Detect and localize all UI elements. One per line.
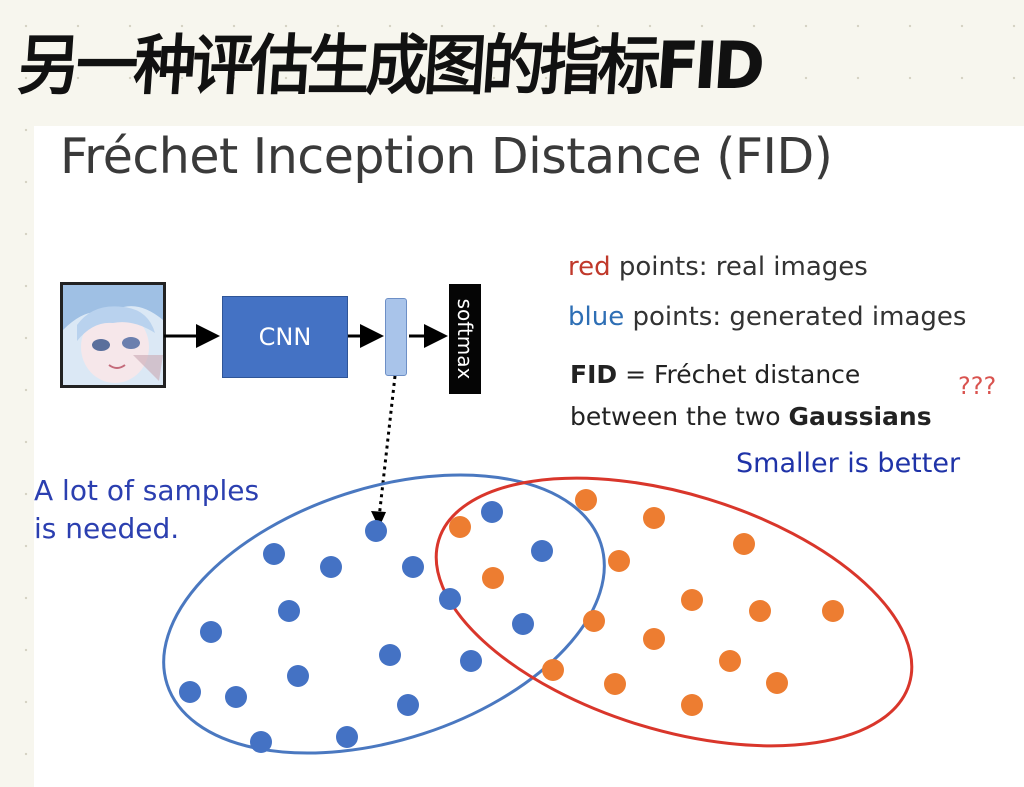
generated-image-point — [481, 501, 503, 523]
blue-points-group — [179, 501, 553, 753]
generated-image-point — [379, 644, 401, 666]
input-image-thumbnail — [60, 282, 166, 388]
generated-image-point — [439, 588, 461, 610]
real-image-point — [583, 610, 605, 632]
generated-image-point — [179, 681, 201, 703]
generated-image-point — [512, 613, 534, 635]
real-image-point — [575, 489, 597, 511]
question-marks-annotation: ??? — [958, 372, 997, 400]
real-image-point — [733, 533, 755, 555]
legend-blue-text: points: generated images — [624, 302, 967, 332]
generated-image-point — [287, 665, 309, 687]
real-image-point — [608, 550, 630, 572]
anime-face-image — [63, 285, 163, 385]
real-image-point — [749, 600, 771, 622]
generated-image-point — [397, 694, 419, 716]
samples-note-line1: A lot of samples — [34, 474, 260, 507]
handwritten-title: 另一种评估生成图的指标FID — [15, 27, 764, 104]
samples-needed-annotation: A lot of samples is needed. — [34, 472, 259, 548]
softmax-block: softmax — [449, 284, 481, 394]
slide: Fréchet Inception Distance (FID) CNN sof… — [34, 126, 1024, 787]
samples-note-line2: is needed. — [34, 512, 180, 545]
generated-image-point — [365, 520, 387, 542]
red-gaussian-ellipse — [434, 476, 914, 748]
feature-vector — [385, 298, 407, 376]
real-image-point — [542, 659, 564, 681]
legend-blue: blue points: generated images — [568, 302, 966, 332]
dotted-arrow-feature-to-point — [377, 375, 397, 519]
real-image-point — [681, 589, 703, 611]
generated-image-point — [336, 726, 358, 748]
generated-image-point — [225, 686, 247, 708]
cnn-block: CNN — [222, 296, 348, 378]
orange-points-group — [449, 489, 844, 716]
generated-image-point — [531, 540, 553, 562]
generated-image-point — [278, 600, 300, 622]
dotted-arrow-head — [371, 511, 386, 528]
slide-title: Fréchet Inception Distance (FID) — [60, 128, 833, 185]
fid-definition-line1: FID = Fréchet distance — [570, 360, 860, 389]
generated-image-point — [250, 731, 272, 753]
real-image-point — [449, 516, 471, 538]
gaussian-scatter-diagram — [162, 375, 914, 755]
fid-definition-pre: between the two — [570, 402, 789, 431]
real-image-point — [766, 672, 788, 694]
legend-red-word: red — [568, 252, 611, 282]
legend-red: red points: real images — [568, 252, 868, 282]
generated-image-point — [402, 556, 424, 578]
blue-gaussian-ellipse — [162, 473, 606, 755]
real-image-point — [643, 628, 665, 650]
generated-image-point — [263, 543, 285, 565]
smaller-is-better-annotation: Smaller is better — [736, 448, 961, 479]
generated-image-point — [200, 621, 222, 643]
real-image-point — [482, 567, 504, 589]
legend-red-text: points: real images — [610, 252, 868, 282]
real-image-point — [681, 694, 703, 716]
fid-definition-rest: = Fréchet distance — [617, 360, 861, 389]
generated-image-point — [320, 556, 342, 578]
real-image-point — [822, 600, 844, 622]
fid-definition-line2: between the two Gaussians — [570, 402, 932, 431]
fid-bold: FID — [570, 360, 618, 389]
real-image-point — [719, 650, 741, 672]
legend-blue-word: blue — [568, 302, 625, 332]
generated-image-point — [460, 650, 482, 672]
real-image-point — [643, 507, 665, 529]
gaussians-bold: Gaussians — [788, 402, 932, 431]
real-image-point — [604, 673, 626, 695]
